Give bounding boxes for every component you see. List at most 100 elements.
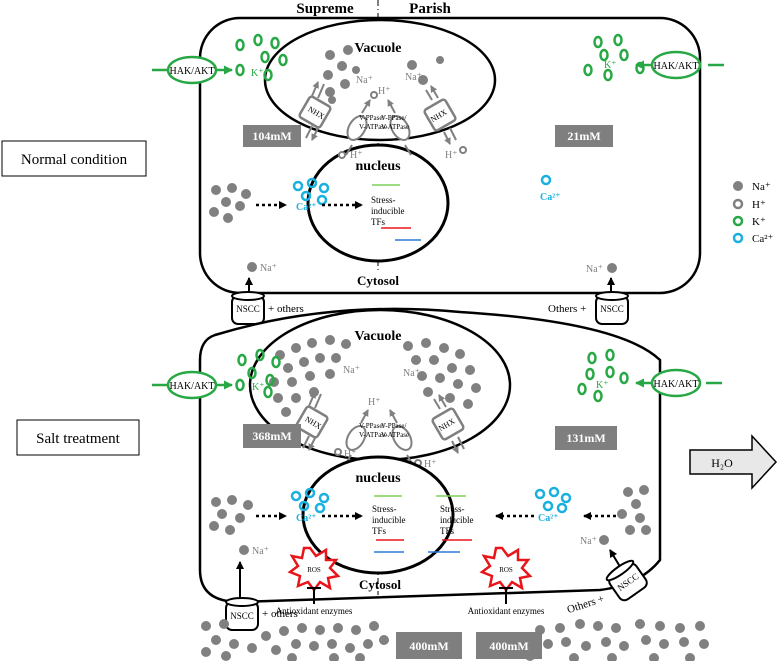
ca-label-salt-left: Ca²⁺ [296,513,317,524]
vpp-label-salt-l1: V-PPase/ [359,422,384,430]
vacuole-label-salt: Vacuole [355,329,402,344]
nhx-transporter-salt-left: NHX [294,391,330,451]
k-label-normal-left: K⁺ [251,68,264,79]
ca-label-salt-right: Ca²⁺ [538,513,559,524]
k-ions-salt-right [577,348,629,403]
vpp-label-normal-r1: V-PPase/ [381,114,406,122]
conc-salt-parish: 131mM [566,431,605,445]
vpp-label-salt-r1: V-PPase/ [381,422,406,430]
normal-condition-box: Normal condition [1,140,147,177]
v-atpase-normal-left [345,99,371,156]
nucleus-normal [306,143,450,263]
ros-burst-left: ROS [287,546,341,604]
nhx-transporter-normal-right: NHX [422,85,458,145]
h-label-salt-left-top: H⁺ [368,397,381,408]
h-label-salt-right-bot: H⁺ [424,459,437,470]
legend-k: K⁺ [752,216,766,228]
tf-label-salt-right-2: inducible [440,515,474,525]
tf-label-normal-3: TFs [371,217,386,227]
ros-label-right: ROS [499,566,513,574]
nscc-channel-normal-right: NSCC [595,291,629,325]
tf-label-normal-1: Stress- [371,195,396,205]
na-ions-cytosol-normal-left [209,183,251,223]
vacuole-normal [263,18,497,142]
vpp-label-normal-l1: V-PPase/ [359,114,384,122]
header-parish: Parish [409,1,451,17]
vpp-label-normal-l2: V-ATPase [359,123,387,131]
k-ions-normal-left [235,33,288,82]
nscc-channel-normal-left: NSCC [231,291,265,325]
nucleus-label-normal: nucleus [355,159,401,174]
na-label-cyto-salt-left: Na⁺ [252,546,269,557]
salt-treatment-label: Salt treatment [36,431,121,447]
ca-ions-normal-left [292,177,330,206]
h2o-efflux-arrow: H₂O [689,434,778,490]
conc-soil-parish: 400mM [489,639,528,653]
nscc-label-salt-left: NSCC [230,611,254,621]
tf-label-salt-right-3: TFs [440,526,455,536]
vpp-label-normal-r2: V-ATPase [381,123,409,131]
k-ions-salt-left [235,348,281,399]
na-ions-soil-right [525,619,709,661]
normal-condition-label: Normal condition [21,152,128,168]
na-label-cyto-normal-left: Na⁺ [260,263,277,274]
na-label-vac-normal-left: Na⁺ [356,75,373,86]
tf-label-salt-right-1: Stress- [440,504,465,514]
legend-h: H⁺ [752,199,766,211]
legend-na: Na⁺ [752,181,771,193]
nscc-channel-salt-left: NSCC [225,597,259,631]
tf-label-salt-left-3: TFs [372,526,387,536]
h2o-label: H₂O [711,456,733,470]
legend: Na⁺ H⁺ K⁺ Ca²⁺ [732,181,774,245]
vpp-label-salt-l2: V-ATPase [359,431,387,439]
na-ions-soil-left [201,619,389,661]
k-label-salt-left: K⁺ [252,382,265,393]
hak-label-salt-right: HAK/AKT [654,379,699,390]
ca-label-normal-left: Ca²⁺ [296,202,317,213]
nucleus-salt [301,455,455,575]
antioxidant-label-right: Antioxidant enzymes [468,606,545,616]
salt-treatment-box: Salt treatment [16,419,140,456]
legend-ca: Ca²⁺ [752,233,774,245]
na-label-vac-salt-right: Na⁺ [403,368,420,379]
h-label-normal-right-bot: H⁺ [445,150,458,161]
header-supreme: Supreme [296,1,354,17]
ca-label-normal-right: Ca²⁺ [540,192,561,203]
h-label-salt-left-bot: H⁺ [344,449,357,460]
na-label-cyto-salt-right: Na⁺ [580,536,597,547]
cytosol-label-normal: Cytosol [357,273,399,288]
k-ions-normal-right [583,33,645,82]
h-label-normal-left-bot: H⁺ [350,150,363,161]
conc-soil-supreme: 400mM [409,639,448,653]
ca-ions-salt-right [534,486,572,514]
hak-label-salt-left: HAK/AKT [170,381,215,392]
nhx-transporter-normal-left: NHX [297,81,333,141]
v-atpase-normal-right [387,99,412,156]
hak-label-normal-right: HAK/AKT [654,61,699,72]
vpp-label-salt-r2: V-ATPase [381,431,409,439]
conc-normal-parish: 21mM [567,129,600,143]
antioxidant-label-left: Antioxidant enzymes [276,606,353,616]
nscc-channel-salt-right: NSCC [605,559,648,602]
k-label-normal-right: K⁺ [604,60,617,71]
h-label-normal-left-top: H⁺ [378,86,391,97]
tf-label-salt-left-1: Stress- [372,504,397,514]
tf-label-salt-left-2: inducible [372,515,406,525]
na-label-vac-salt-left: Na⁺ [343,365,360,376]
cell-salt: Vacuole Na⁺ Na⁺ NHX [152,307,778,631]
plus-others-salt: + others [262,608,298,620]
nhx-transporter-salt-right: NHX [430,394,466,454]
ros-label-left: ROS [307,566,321,574]
cell-normal: Vacuole nucleus Stress- inducible TFs Cy… [152,0,724,325]
ca-ions-salt-left [290,487,330,514]
others-plus-salt: Others + [566,593,606,616]
cytosol-label-salt: Cytosol [359,577,401,592]
na-label-cyto-normal-right: Na⁺ [586,264,603,275]
others-plus-normal: Others + [548,303,586,315]
tf-label-normal-2: inducible [371,206,405,216]
nscc-label-normal-left: NSCC [236,304,260,314]
vacuole-label-normal: Vacuole [355,41,402,56]
na-label-vac-normal-right: Na⁺ [405,72,422,83]
conc-salt-supreme: 368mM [252,429,291,443]
